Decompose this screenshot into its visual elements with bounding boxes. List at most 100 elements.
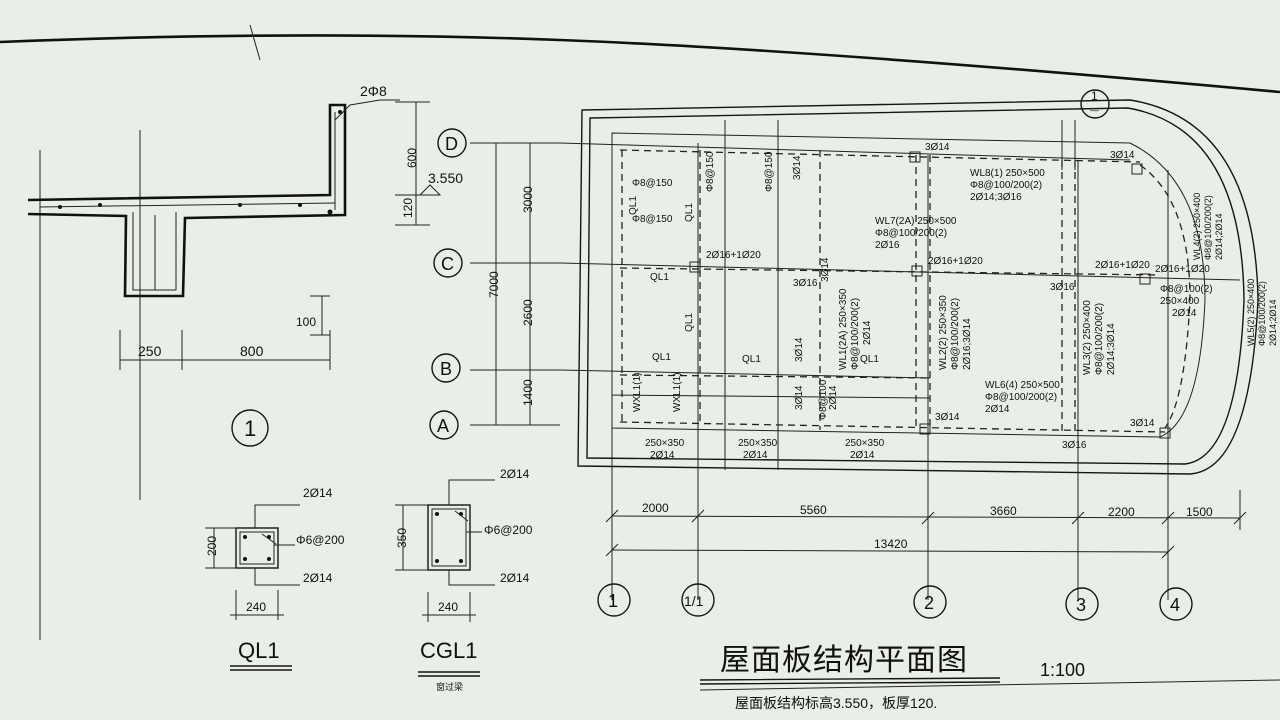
cgl1-subtitle: 窗过梁	[436, 681, 463, 692]
dim-800: 800	[240, 343, 264, 359]
note-wl4-1: WL4(2) 250×400	[1192, 193, 1202, 260]
col-dim-5560: 5560	[800, 503, 827, 517]
ql1-width: 240	[246, 600, 266, 614]
note-b-3014-b: 3Ø14	[1130, 418, 1155, 429]
note-wl7-3: 2Ø16	[875, 240, 900, 251]
beam-2014-b: 2Ø14	[743, 450, 768, 461]
note-ql1-h-mid: QL1	[650, 272, 669, 283]
axis-label-3: 3	[1076, 595, 1086, 615]
detail-mark-number: 1	[244, 416, 256, 441]
beam-250-350-b: 250×350	[738, 438, 778, 449]
note-right-1: Φ8@100(2)	[1160, 284, 1213, 295]
rebar-2phi8-label: 2Φ8	[360, 83, 387, 99]
note-phi8-150-a: Φ8@150	[632, 178, 673, 189]
detail-mark-circle	[231, 409, 269, 447]
drawing-scale: 1:100	[1040, 660, 1085, 680]
note-mid-3016-b: 3Ø16	[1050, 282, 1075, 293]
note-right-3: 2Ø14	[1172, 308, 1197, 319]
note-wl8-2: Φ8@100/200(2)	[970, 180, 1042, 191]
row-dim-total-7000: 7000	[487, 271, 501, 298]
cgl1-name: CGL1	[420, 638, 477, 663]
dim-250: 250	[138, 343, 162, 359]
axis-bubble-A	[429, 410, 459, 440]
ql1-stirrup: Φ6@200	[296, 533, 345, 547]
dim-600: 600	[405, 148, 419, 168]
note-wl3-3: 2Ø14;3Ø14	[1106, 323, 1117, 375]
dim-120: 120	[401, 198, 415, 218]
note-2016-1020-d: 2Ø16+1Ø20	[1155, 264, 1210, 275]
note-ql1-v-a: QL1	[684, 203, 695, 222]
note-wl3-2: Φ8@100/200(2)	[1094, 303, 1105, 375]
note-v-3014-b: 3Ø14	[820, 257, 831, 282]
note-wl4-3: 2Ø14;2Ø14	[1214, 213, 1224, 260]
note-wxl1-b: WXL1(1)	[672, 373, 683, 412]
note-v-phi8-150-a: Φ8@150	[705, 151, 716, 192]
note-wl7-1: WL7(2A) 250×500	[875, 216, 957, 227]
axis-bubble-1	[597, 583, 631, 617]
axis-bubble-B	[431, 353, 461, 383]
note-ql1-h-b1: QL1	[652, 352, 671, 363]
row-axis-grid: D C B A 3000 2600 1400 7000	[429, 128, 560, 440]
axis-label-A: A	[437, 416, 449, 436]
note-2016-1020-c: 2Ø16+1Ø20	[1095, 260, 1150, 271]
section-detail-1: 2Φ8 600 120 3.550 100 250 800 1	[27, 83, 463, 447]
note-wl2-3: 2Ø16;3Ø14	[962, 318, 973, 370]
note-v-3014-d: 3Ø14	[794, 385, 805, 410]
note-top-3014-a: 3Ø14	[925, 142, 950, 153]
note-mid-3016-a: 3Ø16	[793, 278, 818, 289]
column-axis-grid: 2000 5560 3660 2200 1500 13420 1 1/1 2 3…	[597, 490, 1247, 621]
note-v-3014-c: 3Ø14	[794, 337, 805, 362]
axis-label-1-1: 1/1	[684, 593, 704, 609]
row-dim-1400: 1400	[521, 379, 535, 406]
col-dim-2200: 2200	[1108, 505, 1135, 519]
axis-bubble-4	[1159, 587, 1193, 621]
note-2016-1020-a: 2Ø16+1Ø20	[706, 250, 761, 261]
section-ref-bubble	[1080, 89, 1110, 119]
note-wl6-3: 2Ø14	[985, 404, 1010, 415]
sheet-border	[0, 24, 1280, 691]
col-dim-1500: 1500	[1186, 505, 1213, 519]
cgl1-top-rebar: 2Ø14	[500, 467, 530, 481]
axis-label-2: 2	[924, 593, 934, 613]
ql1-height: 200	[205, 536, 219, 556]
axis-bubble-3	[1065, 587, 1099, 621]
note-phi8-100-mid: Φ8@100	[818, 379, 829, 420]
beam-250-350-a: 250×350	[645, 438, 685, 449]
axis-label-1: 1	[608, 591, 618, 611]
cgl1-height: 350	[395, 528, 409, 548]
note-ql1-v-top: QL1	[628, 196, 639, 215]
ql1-top-rebar: 2Ø14	[303, 486, 333, 500]
dim-100: 100	[296, 315, 316, 329]
section-ref-number: 1	[1091, 89, 1098, 103]
axis-label-D: D	[445, 134, 458, 154]
axis-label-C: C	[441, 254, 454, 274]
axis-label-4: 4	[1170, 595, 1180, 615]
note-ql1-v-b: QL1	[684, 313, 695, 332]
note-wl7-2: Φ8@100/200(2)	[875, 228, 947, 239]
note-wl1-1: WL1(2A) 250×350	[838, 288, 849, 370]
note-b-3016: 3Ø16	[1062, 440, 1087, 451]
beam-section-cgl1: 2Ø14 Φ6@200 2Ø14 350 240 CGL1 窗过梁	[395, 467, 533, 692]
axis-bubble-D	[437, 128, 467, 158]
elevation-3550: 3.550	[428, 170, 463, 186]
beam-section-ql1: 2Ø14 Φ6@200 2Ø14 200 240 QL1	[205, 486, 345, 671]
note-wl2-1: WL2(2) 250×350	[938, 295, 949, 370]
note-phi8-150-b: Φ8@150	[632, 214, 673, 225]
roof-plan: 1 — Φ8@150 Φ8@150 Φ8@150 Φ8@150 3Ø14 QL1…	[559, 89, 1278, 600]
ql1-bottom-rebar: 2Ø14	[303, 571, 333, 585]
col-dim-total-13420: 13420	[874, 537, 908, 551]
note-right-2: 250×400	[1160, 296, 1200, 307]
note-wl2-2: Φ8@100/200(2)	[950, 298, 961, 370]
note-wl5-3: 2Ø14;2Ø14	[1268, 299, 1278, 346]
col-dim-3660: 3660	[990, 504, 1017, 518]
cgl1-stirrup: Φ6@200	[484, 523, 533, 537]
note-wl6-2: Φ8@100/200(2)	[985, 392, 1057, 403]
col-dim-2000: 2000	[642, 501, 669, 515]
note-wl8-3: 2Ø14;3Ø16	[970, 192, 1022, 203]
axis-label-B: B	[440, 359, 452, 379]
beam-250-350-c: 250×350	[845, 438, 885, 449]
note-b-3014-a: 3Ø14	[935, 412, 960, 423]
note-wl5-1: WL5(2) 250×400	[1246, 279, 1256, 346]
note-top-3014-b: 3Ø14	[1110, 150, 1135, 161]
